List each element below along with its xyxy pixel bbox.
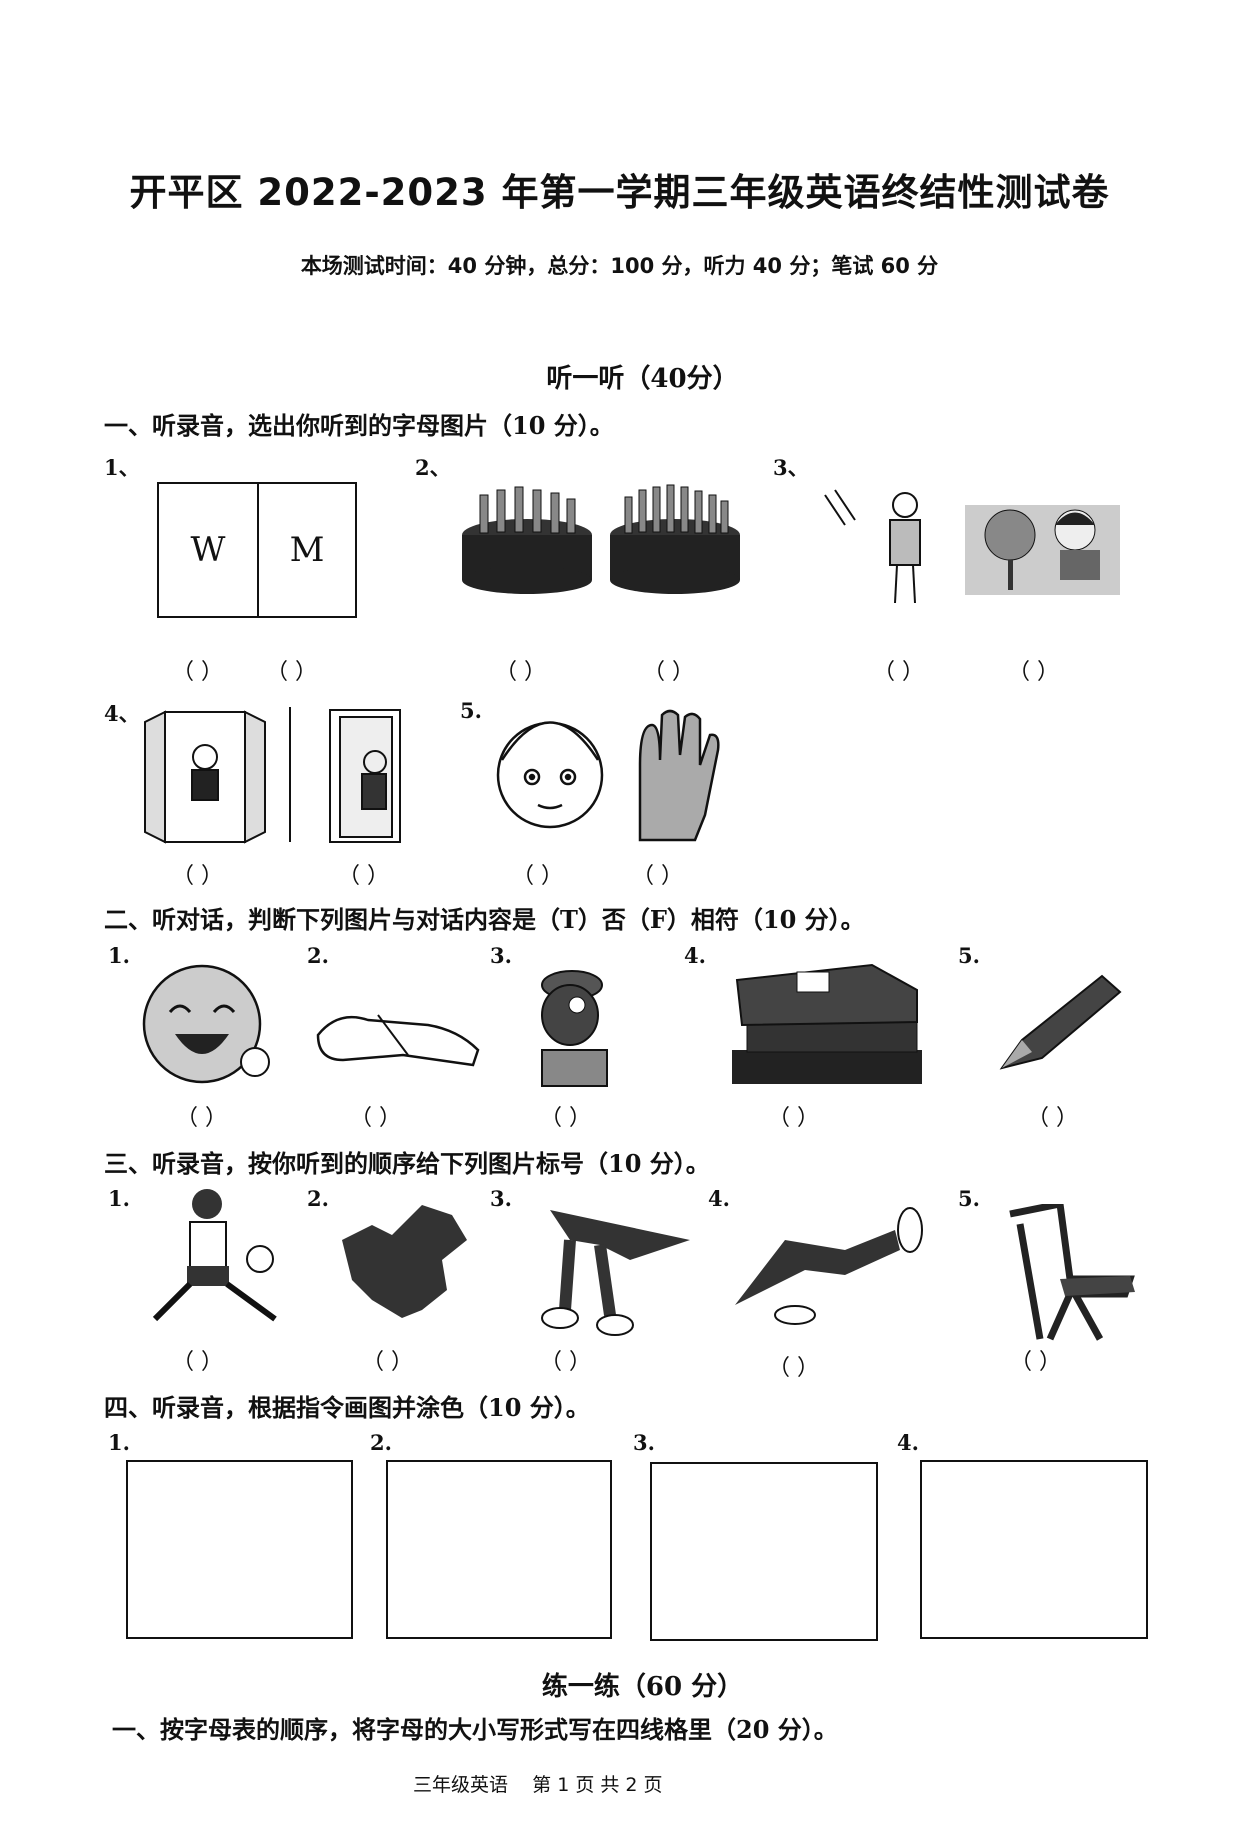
q3-1-bracket[interactable]: （ ） [172, 1350, 223, 1375]
boy-with-football-icon [152, 1189, 277, 1322]
listening-heading: 听一听（40分） [546, 364, 739, 394]
q3-3-bracket[interactable]: （ ） [540, 1350, 591, 1375]
q4-num-3: 3. [633, 1430, 655, 1455]
books-icon [732, 963, 922, 1084]
writing-q1-instruction: 一、按字母表的顺序，将字母的大小写形式写在四线格里（20 分）。 [112, 1715, 838, 1744]
cold-boy-icon [824, 489, 921, 604]
q1-4-bracket-a[interactable]: （ ） [172, 864, 223, 889]
q1-2-bracket-b[interactable]: （ ） [643, 660, 694, 685]
letter-card-w: W [157, 482, 259, 618]
q4-num-2: 2. [370, 1430, 392, 1455]
q2-4-bracket[interactable]: （ ） [768, 1106, 819, 1131]
letter-m: M [289, 530, 325, 570]
letter-card-m: M [257, 482, 357, 618]
q3-num-2: 2. [307, 1186, 329, 1211]
q1-num-5: 5. [460, 698, 482, 723]
q1-num-1: 1、 [104, 455, 140, 480]
china-map-icon [342, 1205, 467, 1318]
q1-num-3: 3、 [773, 455, 809, 480]
q2-5-bracket[interactable]: （ ） [1027, 1106, 1078, 1131]
q2-num-4: 4. [684, 943, 706, 968]
q2-instruction: 二、听对话，判断下列图片与对话内容是（T）否（F）相符（10 分）。 [104, 905, 865, 934]
q1-num-2: 2、 [415, 455, 451, 480]
q3-num-4: 4. [708, 1186, 730, 1211]
close-window-icon [329, 709, 401, 843]
q1-instruction: 一、听录音，选出你听到的字母图片（10 分）。 [104, 411, 614, 440]
hand-icon [638, 709, 720, 842]
q4-num-4: 4. [897, 1430, 919, 1455]
q1-5-bracket-b[interactable]: （ ） [632, 864, 683, 889]
fan-boy-icon [965, 505, 1120, 595]
q3-num-1: 1. [108, 1186, 130, 1211]
q2-num-1: 1. [108, 943, 130, 968]
washing-hands-icon [316, 1014, 480, 1067]
q1-1-bracket-b[interactable]: （ ） [266, 660, 317, 685]
drawing-box-3[interactable] [650, 1462, 878, 1641]
open-window-icon [144, 710, 266, 844]
q2-num-5: 5. [958, 943, 980, 968]
q2-num-3: 3. [490, 943, 512, 968]
writing-heading: 练一练（60 分） [541, 1672, 744, 1702]
chair-icon [1009, 1204, 1135, 1341]
open-close-window-image [144, 707, 401, 844]
exam-subtitle: 本场测试时间：40 分钟，总分：100 分，听力 40 分；笔试 60 分 [300, 254, 939, 278]
drawing-box-2[interactable] [386, 1460, 612, 1639]
q4-instruction: 四、听录音，根据指令画图并涂色（10 分）。 [104, 1393, 590, 1422]
legs-walking-icon [541, 1210, 690, 1336]
q1-5-bracket-a[interactable]: （ ） [512, 864, 563, 889]
happy-face-icon [142, 964, 270, 1084]
exam-title: 开平区 2022-2023 年第一学期三年级英语终结性测试卷 [129, 171, 1110, 214]
q3-instruction: 三、听录音，按你听到的顺序给下列图片标号（10 分）。 [104, 1149, 710, 1178]
page-footer: 三年级英语 第 1 页 共 2 页 [413, 1774, 663, 1796]
cake-icon [462, 486, 592, 594]
q1-4-bracket-b[interactable]: （ ） [338, 864, 389, 889]
q1-num-4: 4、 [104, 701, 140, 726]
q2-2-bracket[interactable]: （ ） [350, 1106, 401, 1131]
pencil-icon [999, 974, 1122, 1070]
q1-3-bracket-a[interactable]: （ ） [873, 660, 924, 685]
q3-5-bracket[interactable]: （ ） [1010, 1350, 1061, 1375]
q3-4-bracket[interactable]: （ ） [768, 1356, 819, 1381]
q1-1-bracket-a[interactable]: （ ） [172, 660, 223, 685]
q3-2-bracket[interactable]: （ ） [362, 1350, 413, 1375]
cake-icon [610, 484, 740, 594]
q2-3-bracket[interactable]: （ ） [540, 1106, 591, 1131]
boy-with-cap-icon [541, 970, 608, 1087]
letter-w: W [190, 530, 226, 570]
face-and-hand-image [496, 709, 720, 842]
q1-3-bracket-b[interactable]: （ ） [1008, 660, 1059, 685]
q3-num-5: 5. [958, 1186, 980, 1211]
birthday-cakes-image [462, 484, 740, 594]
q2-num-2: 2. [307, 943, 329, 968]
face-icon [496, 721, 604, 829]
q2-1-bracket[interactable]: （ ） [176, 1106, 227, 1131]
drawing-box-1[interactable] [126, 1460, 353, 1639]
q4-num-1: 1. [108, 1430, 130, 1455]
drawing-box-4[interactable] [920, 1460, 1148, 1639]
q3-num-3: 3. [490, 1186, 512, 1211]
q1-2-bracket-a[interactable]: （ ） [495, 660, 546, 685]
legs-kicking-icon [735, 1207, 923, 1325]
cold-and-hot-image [824, 489, 1120, 604]
